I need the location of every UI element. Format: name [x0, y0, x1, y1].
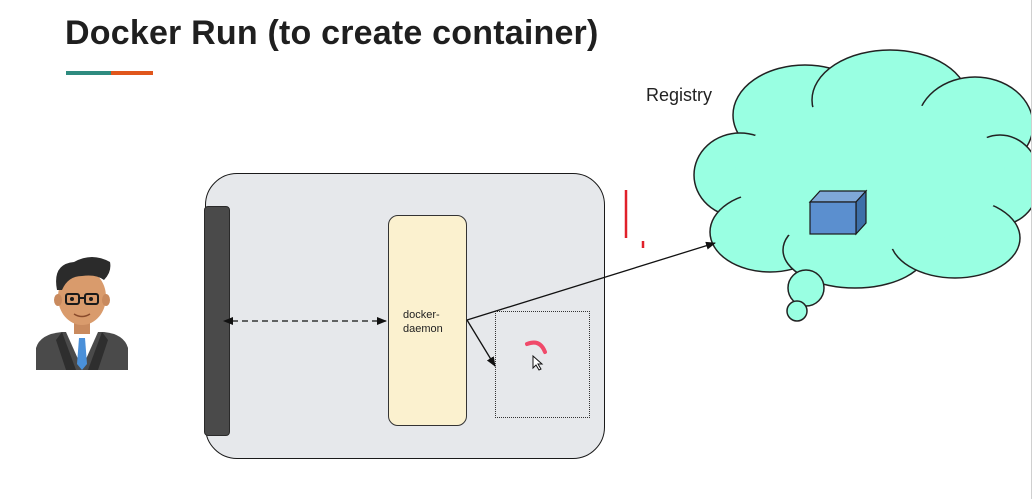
registry-label: Registry: [646, 85, 713, 105]
title-underline-orange: [111, 71, 153, 75]
title-underline-teal: [66, 71, 111, 75]
docker-daemon-label: docker-daemon: [403, 308, 463, 336]
docker-daemon-label-line2: daemon: [403, 323, 443, 335]
docker-daemon: [388, 215, 467, 426]
daemon-container-arrow: [466, 319, 496, 367]
daemon-registry-arrow: [466, 241, 716, 321]
docker-daemon-label-line1: docker-: [403, 309, 440, 321]
page-title: Docker Run (to create container): [65, 14, 599, 52]
